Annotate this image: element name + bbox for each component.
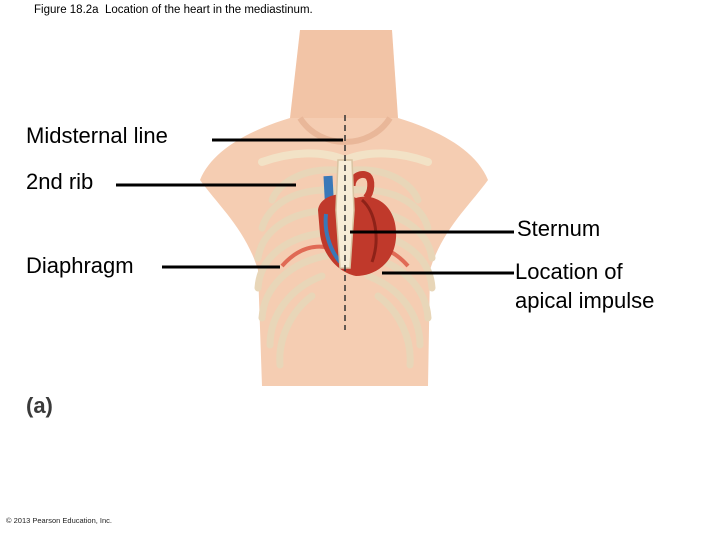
label-apical-impulse-line1: Location of xyxy=(515,259,623,284)
figure-title: Figure 18.2a Location of the heart in th… xyxy=(34,4,313,16)
label-midsternal-line: Midsternal line xyxy=(26,123,168,148)
label-sternum: Sternum xyxy=(517,216,601,241)
copyright-notice: © 2013 Pearson Education, Inc. xyxy=(6,516,113,525)
label-second-rib: 2nd rib xyxy=(26,169,94,194)
panel-label: (a) xyxy=(26,393,53,418)
clavicle-left xyxy=(258,149,349,166)
neck xyxy=(290,30,398,118)
clavicle-right xyxy=(341,149,432,166)
label-apical-impulse-line2: apical impulse xyxy=(515,288,655,313)
neck-shadow xyxy=(297,116,393,145)
label-apical-impulse: Location of apical impulse xyxy=(515,257,654,315)
sternum xyxy=(335,159,355,269)
label-diaphragm: Diaphragm xyxy=(26,253,134,278)
